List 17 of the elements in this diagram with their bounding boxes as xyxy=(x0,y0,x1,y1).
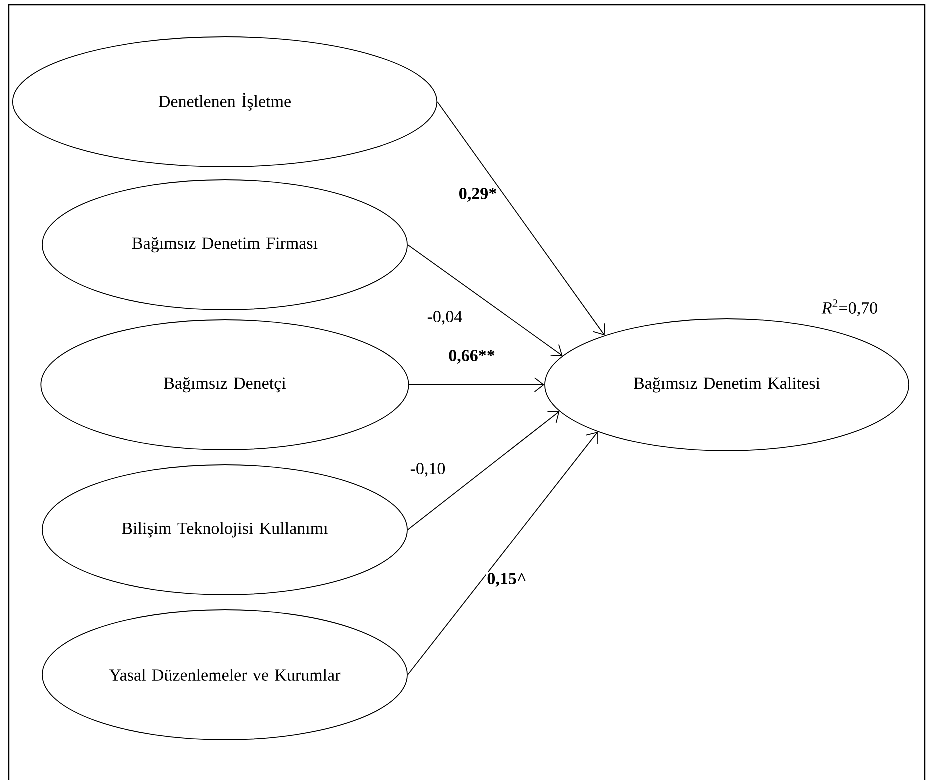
ellipse-node: Denetlenen İşletme xyxy=(12,36,438,168)
edge-label: -0,10 xyxy=(409,462,447,478)
ellipse-node: Bağımsız Denetçi xyxy=(40,320,410,450)
edge-label: 0,29* xyxy=(458,187,498,203)
ellipse-node: Bağımsız Denetim Firması xyxy=(42,180,408,310)
ellipse-node: Bilişim Teknolojisi Kullanımı xyxy=(42,464,408,596)
edge-label: 0,15^ xyxy=(486,572,528,588)
edge-label: -0,04 xyxy=(426,310,464,326)
arrow xyxy=(408,244,563,357)
arrow xyxy=(408,412,560,530)
r-squared-label: R$^{2}$=0,70 xyxy=(822,300,878,316)
ellipse-node: Bağımsız Denetim Kalitesi xyxy=(544,318,910,452)
arrow xyxy=(437,102,606,336)
arrow xyxy=(408,432,598,676)
ellipse-node: Yasal Düzenlemeler ve Kurumlar xyxy=(42,610,408,740)
arrow xyxy=(408,378,545,392)
edge-label: 0,66** xyxy=(448,349,496,365)
